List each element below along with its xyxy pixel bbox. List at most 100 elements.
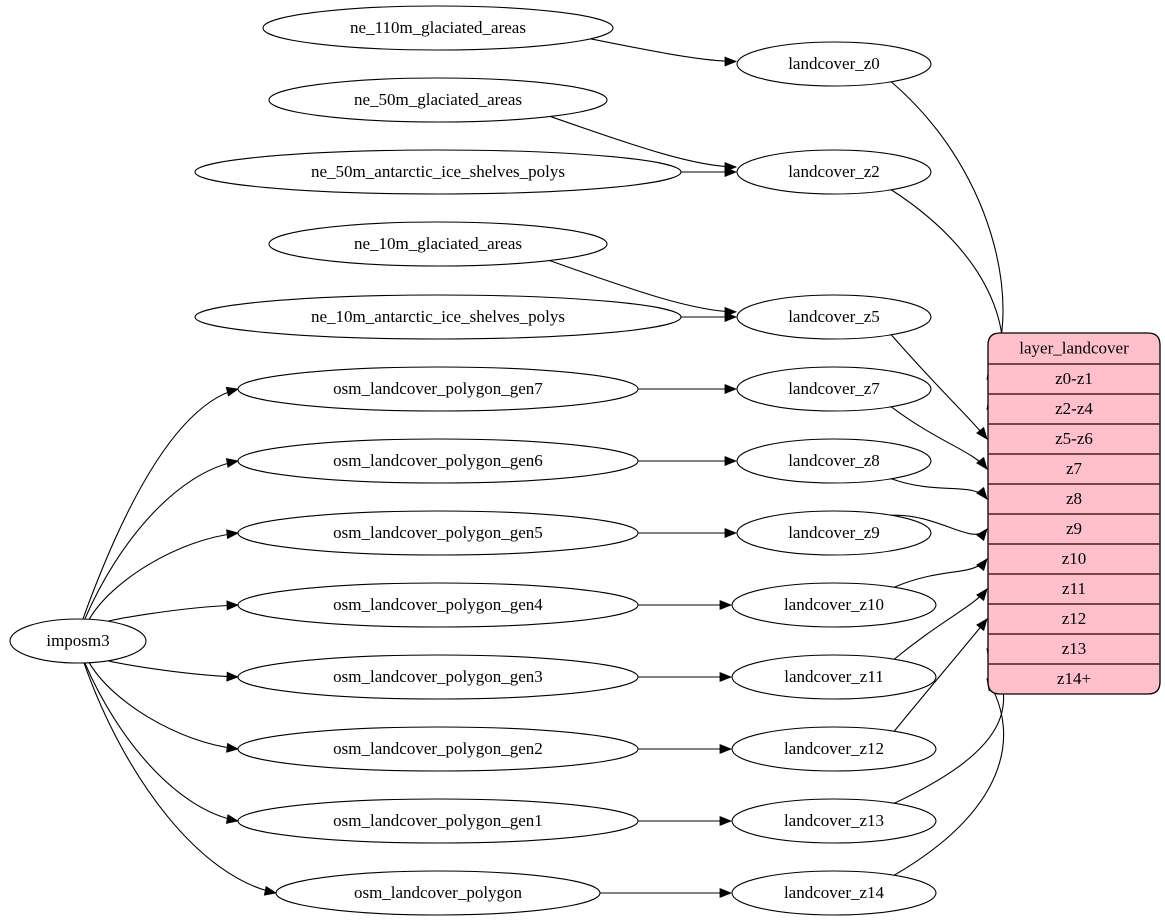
node-osm_landcover_polygon_gen3[interactable]: osm_landcover_polygon_gen3 (237, 654, 639, 700)
edge-arrowhead (976, 558, 988, 572)
node-osm_landcover_polygon_gen7[interactable]: osm_landcover_polygon_gen7 (237, 366, 639, 412)
edge-arrowhead (719, 888, 733, 898)
edge-arrowhead (719, 600, 733, 610)
edge-arrowhead (976, 456, 988, 470)
layer-table-header: layer_landcover (1019, 338, 1129, 357)
edge-layer-to-table-row (890, 81, 1004, 380)
node-ne_10m_glaciated_areas-label: ne_10m_glaciated_areas (354, 234, 522, 253)
edge-arrowhead (719, 672, 733, 682)
edge-imposm3-to-source (84, 460, 239, 620)
node-landcover_z0-shape (736, 41, 932, 87)
layer-table-row[interactable]: z5-z6 (988, 423, 1160, 448)
node-landcover_z7-shape (736, 366, 932, 412)
node-landcover_z13[interactable]: landcover_z13 (731, 798, 937, 844)
edge-arrowhead (724, 456, 738, 466)
row-label: z2-z4 (1055, 399, 1093, 418)
node-landcover_z8[interactable]: landcover_z8 (736, 438, 932, 484)
node-landcover_z11[interactable]: landcover_z11 (731, 654, 937, 700)
node-landcover_z0-label: landcover_z0 (788, 54, 880, 73)
edge-layer-to-table-row (893, 558, 988, 588)
node-osm_landcover_polygon_gen4-shape (237, 582, 639, 628)
node-landcover_z12-shape (731, 726, 937, 772)
node-landcover_z2[interactable]: landcover_z2 (736, 149, 932, 195)
layer-table-row[interactable]: z8 (988, 483, 1160, 508)
layer-table-row[interactable]: z14+ (988, 663, 1160, 688)
node-landcover_z14-shape (731, 870, 937, 916)
edge-layer-to-table-row (893, 678, 1005, 876)
node-landcover_z14-label: landcover_z14 (784, 883, 885, 902)
node-landcover_z12-label: landcover_z12 (784, 739, 884, 758)
node-osm_landcover_polygon_gen1[interactable]: osm_landcover_polygon_gen1 (237, 798, 639, 844)
edge-arrowhead (226, 742, 240, 753)
row-label: z10 (1062, 549, 1087, 568)
layer-table-row[interactable]: z13 (988, 633, 1160, 658)
node-ne_10m_glaciated_areas[interactable]: ne_10m_glaciated_areas (268, 221, 608, 267)
node-landcover_z7[interactable]: landcover_z7 (736, 366, 932, 412)
node-landcover_z9[interactable]: landcover_z9 (736, 510, 932, 556)
row-label: z11 (1062, 579, 1086, 598)
edge-imposm3-to-source (82, 388, 239, 620)
node-landcover_z11-shape (731, 654, 937, 700)
layer-table-row[interactable]: z0-z1 (988, 363, 1160, 388)
row-label: z12 (1062, 609, 1087, 628)
node-landcover_z0[interactable]: landcover_z0 (736, 41, 932, 87)
node-osm_landcover_polygon-label: osm_landcover_polygon (354, 883, 523, 902)
node-osm_landcover_polygon_gen1-label: osm_landcover_polygon_gen1 (333, 811, 543, 830)
edge-source-to-layer (550, 115, 737, 168)
edge-arrowhead (225, 458, 240, 468)
node-osm_landcover_polygon_gen4[interactable]: osm_landcover_polygon_gen4 (237, 582, 639, 628)
node-ne_10m_antarctic_ice_shelves_polys[interactable]: ne_10m_antarctic_ice_shelves_polys (194, 294, 682, 340)
node-osm_landcover_polygon_gen2-shape (237, 726, 639, 772)
node-osm_landcover_polygon[interactable]: osm_landcover_polygon (275, 870, 601, 916)
layer-table-row[interactable]: z12 (988, 603, 1160, 628)
node-landcover_z13-shape (731, 798, 937, 844)
node-ne_50m_antarctic_ice_shelves_polys-shape (194, 149, 682, 195)
node-ne_50m_glaciated_areas[interactable]: ne_50m_glaciated_areas (268, 77, 608, 123)
node-osm_landcover_polygon_gen6[interactable]: osm_landcover_polygon_gen6 (237, 438, 639, 484)
node-ne_10m_antarctic_ice_shelves_polys-shape (194, 294, 682, 340)
row-label: z9 (1066, 519, 1082, 538)
node-osm_landcover_polygon_gen2[interactable]: osm_landcover_polygon_gen2 (237, 726, 639, 772)
node-landcover_z14[interactable]: landcover_z14 (731, 870, 937, 916)
layer-table-row[interactable]: z10 (988, 543, 1160, 568)
node-osm_landcover_polygon_gen7-shape (237, 366, 639, 412)
node-landcover_z13-label: landcover_z13 (784, 811, 884, 830)
layer-table-row[interactable]: z2-z4 (988, 393, 1160, 418)
node-landcover_z12[interactable]: landcover_z12 (731, 726, 937, 772)
edge-layer-to-table-row (891, 478, 988, 500)
edge-arrowhead (724, 312, 738, 322)
node-imposm3-label: imposm3 (46, 631, 109, 650)
node-imposm3-shape (9, 618, 147, 664)
edge-source-to-layer (549, 260, 737, 313)
layer-table-row[interactable]: z9 (988, 513, 1160, 538)
node-landcover_z5-label: landcover_z5 (788, 307, 880, 326)
node-landcover_z5-shape (736, 294, 932, 340)
node-landcover_z8-shape (736, 438, 932, 484)
node-osm_landcover_polygon_gen6-label: osm_landcover_polygon_gen6 (333, 451, 543, 470)
node-ne_110m_glaciated_areas[interactable]: ne_110m_glaciated_areas (262, 5, 614, 51)
edge-imposm3-to-source (88, 662, 239, 750)
layer-table-row[interactable]: z11 (988, 573, 1160, 598)
node-osm_landcover_polygon_gen3-label: osm_landcover_polygon_gen3 (333, 667, 543, 686)
node-imposm3[interactable]: imposm3 (9, 618, 147, 664)
layer-table-row[interactable]: z7 (988, 453, 1160, 478)
node-landcover_z5[interactable]: landcover_z5 (736, 294, 932, 340)
node-ne_110m_glaciated_areas-shape (262, 5, 614, 51)
edge-arrowhead (976, 618, 988, 632)
node-landcover_z7-label: landcover_z7 (788, 379, 880, 398)
edge-arrowhead (226, 671, 240, 682)
nodes-group: imposm3 ne_110m_glaciated_areas ne_50m_gla… (9, 5, 937, 916)
node-osm_landcover_polygon_gen5[interactable]: osm_landcover_polygon_gen5 (237, 510, 639, 556)
row-label: z14+ (1057, 669, 1091, 688)
node-landcover_z2-shape (736, 149, 932, 195)
node-ne_50m_antarctic_ice_shelves_polys[interactable]: ne_50m_antarctic_ice_shelves_polys (194, 149, 682, 195)
edge-arrowhead (719, 744, 733, 754)
row-label: z7 (1066, 459, 1083, 478)
edge-arrowhead (976, 486, 988, 500)
node-ne_10m_glaciated_areas-shape (268, 221, 608, 267)
node-landcover_z10[interactable]: landcover_z10 (731, 582, 937, 628)
edge-arrowhead (724, 167, 738, 177)
node-ne_10m_antarctic_ice_shelves_polys-label: ne_10m_antarctic_ice_shelves_polys (311, 307, 565, 326)
